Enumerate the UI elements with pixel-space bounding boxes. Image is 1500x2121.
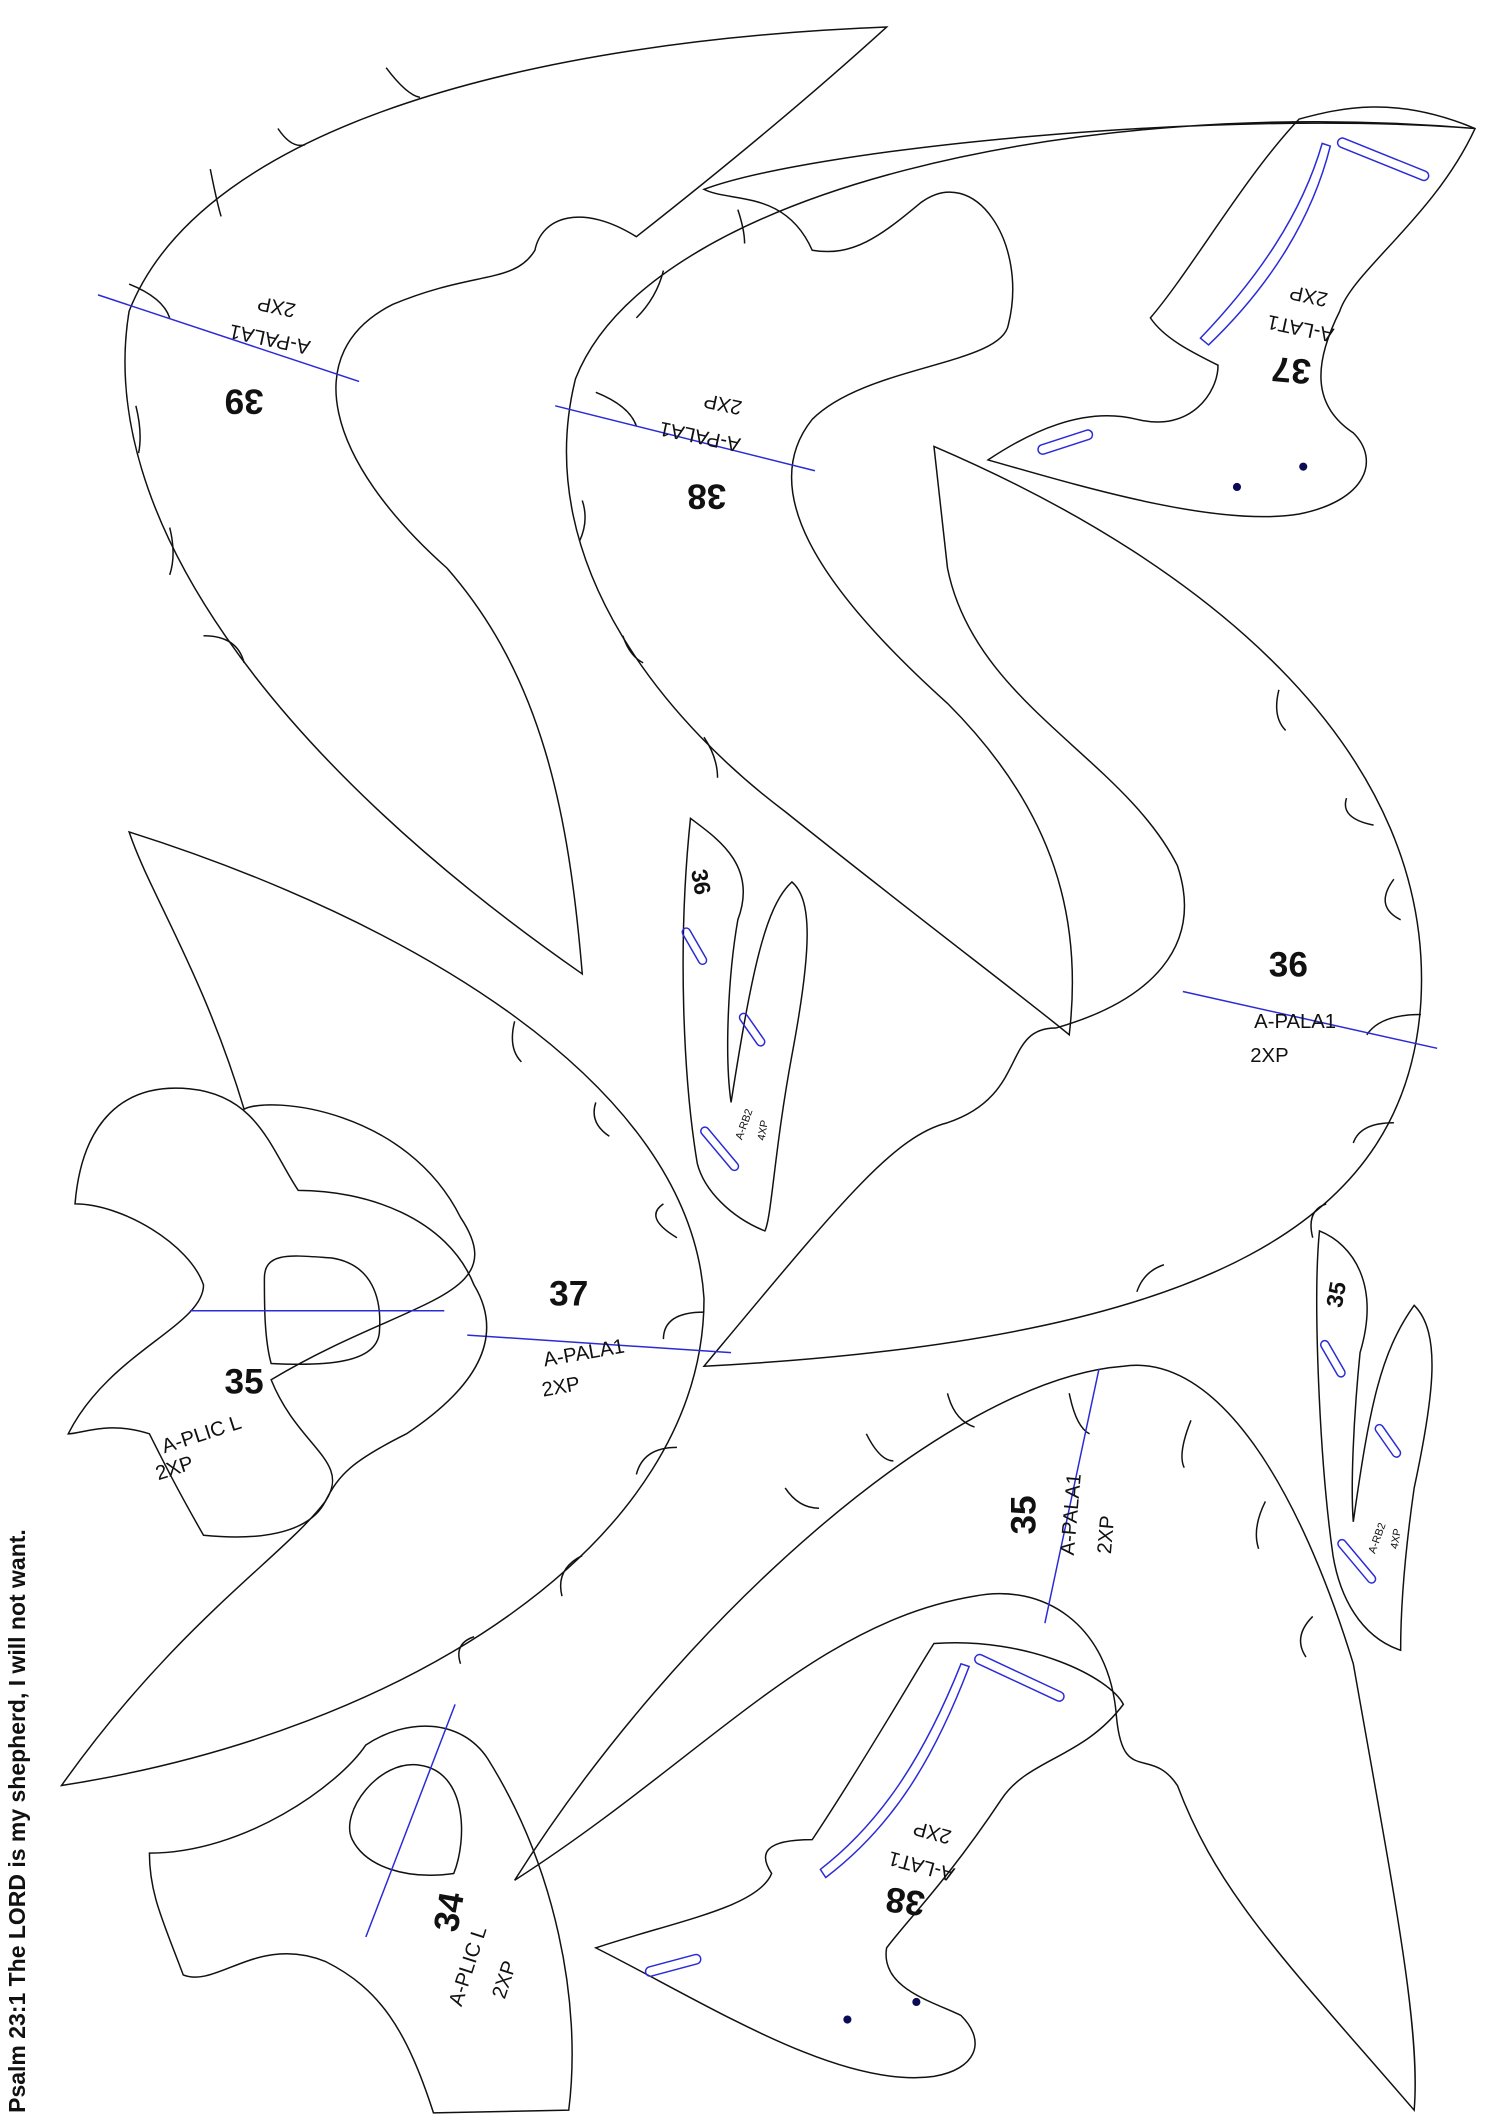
piece-38-lat1 [593,1642,1125,2079]
svg-text:2XP: 2XP [1094,1515,1119,1555]
piece-37-lat1 [986,106,1477,518]
svg-text:4XP: 4XP [1389,1528,1404,1550]
svg-text:2XP: 2XP [540,1373,582,1401]
svg-text:2XP: 2XP [256,291,298,320]
label-35-plic: 35 A-PLIC L 2XP [153,1362,264,1485]
svg-text:A-PLIC L: A-PLIC L [159,1412,244,1458]
label-37-lat1: 37 A-LAT1 2XP [1265,281,1335,391]
svg-text:38: 38 [687,476,726,515]
svg-text:A-RB2: A-RB2 [733,1107,755,1141]
piece-35-plic [67,1087,488,1538]
svg-text:2XP: 2XP [702,389,744,418]
svg-text:2XP: 2XP [153,1452,196,1485]
svg-text:A-PLIC L: A-PLIC L [445,1924,491,2009]
label-39: 39 A-PALA1 2XP [225,291,313,420]
svg-text:A-LAT1: A-LAT1 [1265,310,1335,346]
label-35-pala1: 35 A-PALA1 2XP [1004,1473,1119,1557]
label-34: 34 A-PLIC L 2XP [427,1889,522,2009]
verse-caption: Psalm 23:1 The LORD is my shepherd, I wi… [4,1529,30,2113]
svg-text:4XP: 4XP [756,1119,771,1141]
piece-37-pala1 [59,830,732,1787]
label-37: 37 A-PALA1 2XP [540,1274,626,1401]
label-38-top: 38 A-PALA1 2XP [658,389,744,515]
piece-36-pala1 [702,445,1438,1368]
piece-36-rib [681,816,808,1232]
svg-text:35: 35 [1004,1495,1043,1534]
svg-text:34: 34 [427,1889,472,1935]
svg-text:36: 36 [686,867,716,897]
svg-text:2XP: 2XP [911,1816,954,1847]
svg-text:38: 38 [883,1879,927,1923]
label-36: 36 A-PALA1 2XP [1250,946,1336,1067]
label-35-rib: 35 A-RB2 4XP [1321,1279,1404,1555]
svg-text:37: 37 [549,1274,588,1313]
svg-text:39: 39 [225,382,264,421]
piece-35-pala1 [514,1364,1416,2113]
svg-text:2XP: 2XP [488,1958,521,2001]
svg-text:A-PALA1: A-PALA1 [658,417,743,456]
piece-34-plic [148,1704,573,2114]
svg-text:37: 37 [1270,349,1312,391]
piece-38-pala1 [555,121,1476,1037]
piece-39-pala1 [97,26,889,976]
svg-text:2XP: 2XP [1288,281,1330,310]
svg-text:A-RB2: A-RB2 [1366,1521,1388,1555]
svg-text:36: 36 [1269,946,1308,985]
svg-text:35: 35 [1321,1279,1351,1309]
label-38-lat1: 38 A-LAT1 2XP [883,1816,957,1923]
svg-text:A-PALA1: A-PALA1 [1057,1473,1086,1557]
svg-text:A-PALA1: A-PALA1 [1254,1011,1336,1033]
piece-35-rib [1316,1229,1433,1652]
svg-text:35: 35 [225,1362,264,1401]
svg-text:2XP: 2XP [1250,1045,1288,1067]
